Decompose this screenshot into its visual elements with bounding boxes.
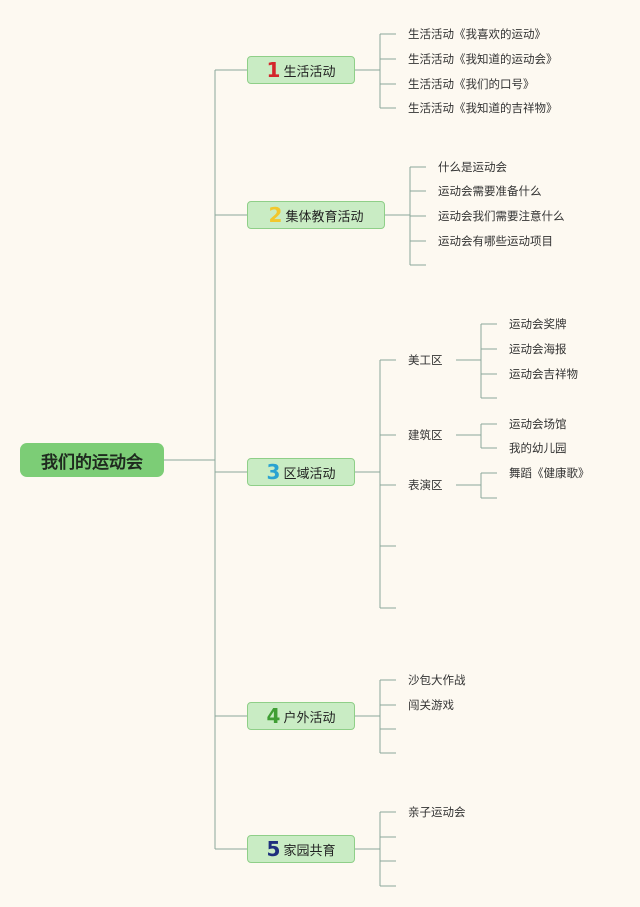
branch-label-4: 户外活动 [283,710,336,726]
building-item-1[interactable]: 运动会场馆 [509,417,567,431]
area-art[interactable]: 美工区 [408,353,443,367]
branch-node-1[interactable]: 1 生活活动 [247,56,355,84]
building-item-2[interactable]: 我的幼儿园 [509,441,567,455]
branch-label-2: 集体教育活动 [285,209,364,225]
branch-2-item-2[interactable]: 运动会需要准备什么 [438,184,542,198]
root-label: 我们的运动会 [41,452,143,473]
branch-2-item-1[interactable]: 什么是运动会 [438,160,507,174]
branch-node-4[interactable]: 4 户外活动 [247,702,355,730]
performance-item-1[interactable]: 舞蹈《健康歌》 [509,466,590,480]
art-item-2[interactable]: 运动会海报 [509,342,567,356]
art-item-3[interactable]: 运动会吉祥物 [509,367,578,381]
branch-label-3: 区域活动 [283,466,336,482]
branch-label-1: 生活活动 [283,64,336,80]
branch-2-item-3[interactable]: 运动会我们需要注意什么 [438,209,565,223]
branch-number-1: 1 [266,58,281,82]
branch-1-item-2[interactable]: 生活活动《我知道的运动会》 [408,52,558,66]
area-performance[interactable]: 表演区 [408,478,443,492]
branch-5-item-1[interactable]: 亲子运动会 [408,805,466,819]
branch-node-2[interactable]: 2 集体教育活动 [247,201,385,229]
branch-4-item-2[interactable]: 闯关游戏 [408,698,454,712]
branch-4-item-1[interactable]: 沙包大作战 [408,673,466,687]
branch-number-5: 5 [266,837,281,861]
branch-number-4: 4 [266,704,281,728]
branch-node-3[interactable]: 3 区域活动 [247,458,355,486]
branch-number-3: 3 [266,460,281,484]
root-node[interactable]: 我们的运动会 [20,443,164,477]
branch-2-item-4[interactable]: 运动会有哪些运动项目 [438,234,553,248]
branch-number-2: 2 [268,203,283,227]
branch-1-item-4[interactable]: 生活活动《我知道的吉祥物》 [408,101,558,115]
branch-1-item-1[interactable]: 生活活动《我喜欢的运动》 [408,27,546,41]
branch-1-item-3[interactable]: 生活活动《我们的口号》 [408,77,535,91]
branch-label-5: 家园共育 [283,843,336,859]
branch-node-5[interactable]: 5 家园共育 [247,835,355,863]
art-item-1[interactable]: 运动会奖牌 [509,317,567,331]
area-building[interactable]: 建筑区 [408,428,443,442]
